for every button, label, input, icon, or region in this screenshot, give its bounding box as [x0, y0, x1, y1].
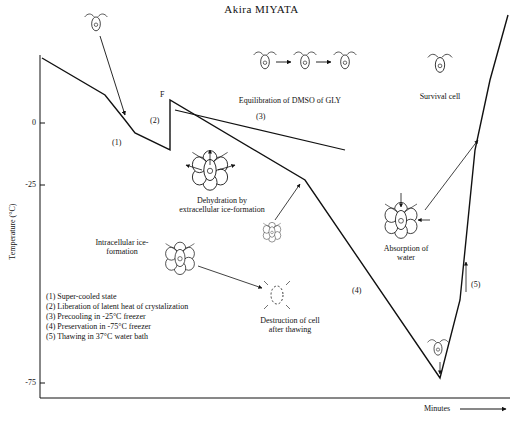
author-title: Akira MIYATA: [224, 3, 298, 15]
temperature-curve: [42, 15, 508, 378]
stage-label: Intracellular ice-formation: [88, 238, 156, 256]
stage-label: Absorption of water: [377, 244, 435, 262]
callout-number: (5): [471, 280, 480, 289]
axis-tick: -75: [25, 378, 36, 387]
axis-tick: 0: [32, 118, 36, 127]
key-item: (4) Preservation in -75°C freezer: [46, 322, 151, 331]
key-item: (2) Liberation of latent heat of crystal…: [46, 302, 188, 311]
key-item: (1) Super-cooled state: [46, 292, 116, 301]
axis-title: Minutes: [424, 404, 450, 413]
stage-label: Survival cell: [420, 92, 461, 101]
stage-label: Dehydration by extracellular ice-formati…: [177, 196, 267, 214]
point-label: F: [160, 90, 164, 99]
axis-tick: -25: [25, 180, 36, 189]
key-item: (3) Precooling in -25°C freezer: [46, 312, 146, 321]
callout-number: (4): [352, 286, 361, 295]
callout-number: (2): [150, 116, 159, 125]
callout-number: (1): [112, 138, 121, 147]
axis-title: Temperature (°C): [8, 204, 17, 260]
stage-label: Destruction of cell after thawing: [254, 316, 326, 334]
callout-number: (3): [256, 112, 265, 121]
stage-label: Equilibration of DMSO of GLY: [239, 96, 341, 105]
key-item: (5) Thawing in 37°C water bath: [46, 332, 148, 341]
